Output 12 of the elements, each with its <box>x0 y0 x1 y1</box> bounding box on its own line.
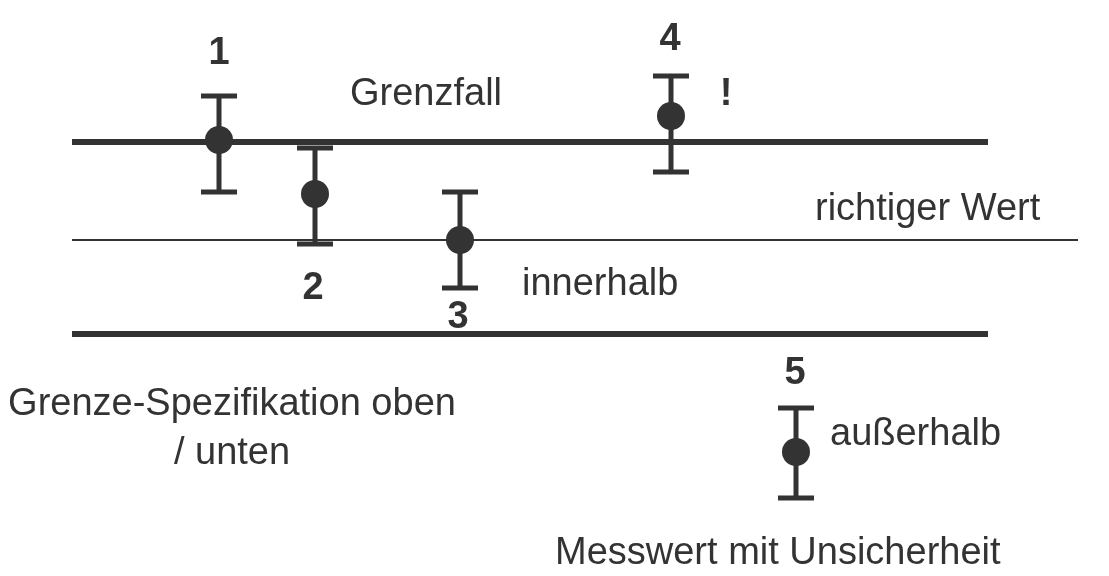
callout-number: 1 <box>208 30 230 74</box>
limit-label: Grenze-Spezifikation oben / unten <box>7 379 457 474</box>
caption-text: Messwert mit Unsicherheit <box>555 530 1001 574</box>
callout-number: 2 <box>302 265 324 309</box>
callout-number: 4 <box>659 16 681 60</box>
region-label: außerhalb <box>830 411 1002 455</box>
callout-number: 5 <box>784 350 806 394</box>
region-label: Grenzfall <box>350 71 503 115</box>
region-label: innerhalb <box>522 261 679 305</box>
warning-mark: ! <box>719 71 733 115</box>
callout-number: 3 <box>447 294 469 338</box>
reference-label: richtiger Wert <box>815 186 1041 230</box>
